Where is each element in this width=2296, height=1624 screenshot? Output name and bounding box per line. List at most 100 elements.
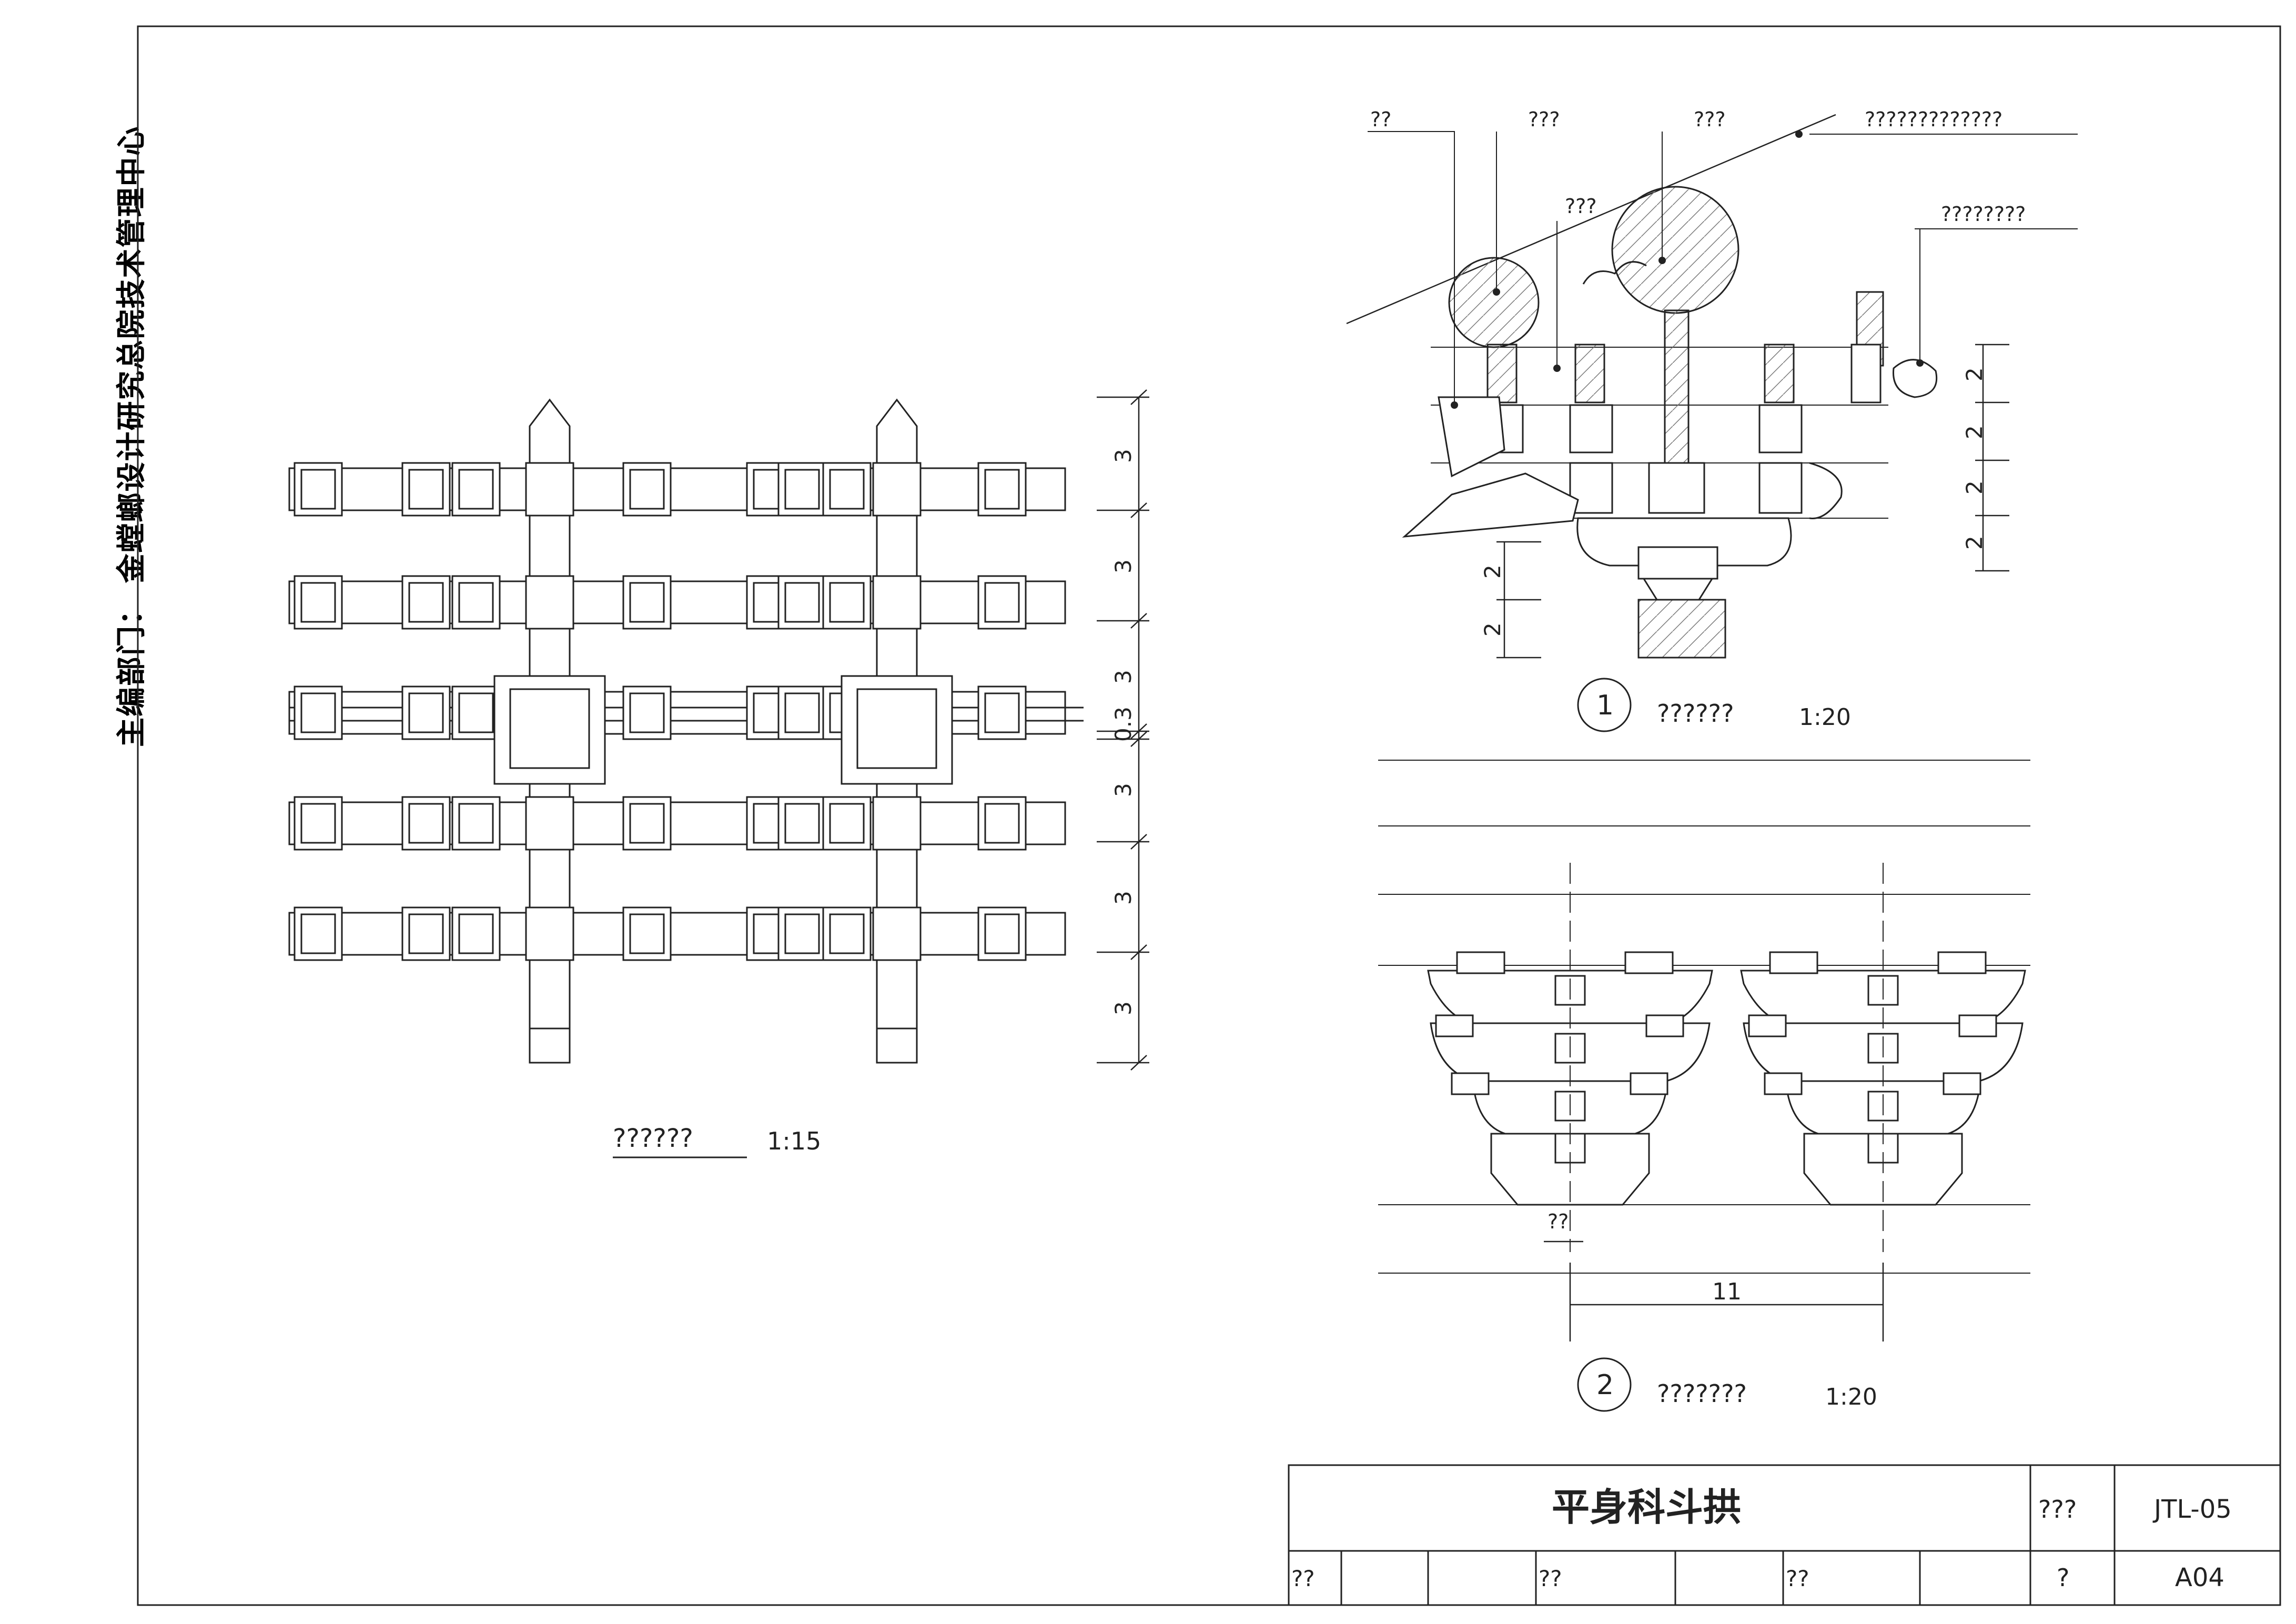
detail-2-label: ??????? (1657, 1379, 1747, 1408)
title-block-text: 平身科斗拱 ??? JTL-05 ?? ?? ?? ? A04 (1291, 1485, 2232, 1592)
column-head (1637, 599, 1726, 659)
plan-block (525, 796, 574, 851)
plan-dim-slash (1130, 834, 1147, 850)
plan-main-block-inner (509, 688, 590, 769)
plan-block-inner (784, 469, 820, 510)
plan-block (872, 575, 922, 630)
plan-block-inner (784, 692, 820, 733)
callout-f: ???????? (1941, 203, 2026, 226)
bracket-cluster (1740, 863, 2026, 1252)
plan-block-inner (300, 692, 336, 733)
plan-view (288, 398, 1084, 1064)
bracket-block (1456, 951, 1505, 974)
plan-block (872, 906, 922, 961)
cell-1: ?? (1291, 1566, 1315, 1591)
plan-block-inner (629, 692, 665, 733)
plan-block-inner (458, 803, 494, 844)
plan-block-inner (784, 803, 820, 844)
detail-2-number: 2 (1596, 1369, 1614, 1401)
detail-1-dim-text: 2 2 2 2 2 2 (1480, 367, 1987, 637)
plan-block-inner (458, 692, 494, 733)
plan-dim-slash (1130, 731, 1147, 747)
plan-block-inner (984, 692, 1020, 733)
dim-right-2: 2 (1961, 425, 1987, 439)
plan-block (525, 462, 574, 517)
plan-block-inner (408, 582, 444, 623)
plan-dim-label: 3 (1110, 670, 1136, 684)
plan-dim-label: 3 (1110, 1001, 1136, 1015)
bracket-block (1451, 1072, 1490, 1095)
plan-dim-slash (1130, 1055, 1147, 1071)
plan-block-inner (629, 913, 665, 954)
plan-post-tip (876, 398, 918, 464)
detail-2-caption: 2 ??????? 1:20 (1577, 1357, 1877, 1412)
detail-1-caption: 1 ?????? 1:20 (1577, 678, 1851, 732)
detail-2-small-dim: ?? (1547, 1210, 1569, 1233)
plan-dim-slash (1130, 502, 1147, 518)
detail-2-number-circle (1577, 1357, 1632, 1412)
bracket-center-block (1867, 1033, 1899, 1064)
bracket-block (1748, 1014, 1787, 1037)
bracket-block (1764, 1072, 1803, 1095)
plan-dim-label: 3 (1110, 891, 1136, 905)
cell-2: ?? (1539, 1566, 1562, 1591)
detail-1 (1346, 114, 2078, 659)
dim-left-2: 2 (1480, 622, 1505, 637)
detail-2-dimensions (1544, 1240, 1884, 1341)
bracket-block (1769, 951, 1818, 974)
page-number: A04 (2175, 1563, 2224, 1592)
plan-block-inner (458, 913, 494, 954)
bracket-block (1937, 951, 1987, 974)
plan-block-inner (829, 803, 865, 844)
plan-block-inner (984, 913, 1020, 954)
plan-block (525, 906, 574, 961)
detail-2 (1378, 760, 2030, 1274)
callout-c: ??? (1694, 108, 1726, 131)
bracket-block (1645, 1014, 1684, 1037)
drawing-no-label: ??? (2038, 1495, 2077, 1524)
bracket-cluster (1427, 863, 1713, 1252)
callout-d: ????????????? (1865, 108, 2002, 131)
callout-b: ??? (1528, 108, 1560, 131)
detail-1-label: ?????? (1657, 699, 1734, 728)
plan-block-inner (984, 469, 1020, 510)
plan-block (872, 462, 922, 517)
drawing-title: 平身科斗拱 (1552, 1485, 1741, 1529)
plan-block-inner (829, 913, 865, 954)
plan-block-inner (408, 469, 444, 510)
plan-block-inner (784, 913, 820, 954)
callout-a: ?? (1370, 108, 1391, 131)
purlin-large (1611, 186, 1739, 314)
plan-block-inner (829, 582, 865, 623)
bracket-block (1630, 1072, 1668, 1095)
plan-dim-label: 3 (1110, 559, 1136, 573)
plan-block-inner (300, 913, 336, 954)
dim-right-1: 2 (1961, 367, 1987, 381)
plan-dim-label: 0.3 (1110, 707, 1136, 742)
plan-dim-slash (1130, 613, 1147, 629)
plan-block-inner (984, 803, 1020, 844)
plan-block (872, 796, 922, 851)
cell-3: ?? (1786, 1566, 1809, 1591)
plan-block-inner (829, 469, 865, 510)
dim-left-1: 2 (1480, 564, 1505, 579)
detail-1-dimensions (1496, 344, 2009, 659)
detail-1-number: 1 (1596, 690, 1614, 721)
plan-block-inner (408, 803, 444, 844)
plan-dim-label: 3 (1110, 783, 1136, 797)
plan-block-inner (629, 582, 665, 623)
detail-1-callouts: ?? ??? ??? ????????????? ??? ???????? (1370, 108, 2026, 226)
detail-1-scale: 1:20 (1799, 704, 1851, 731)
plan-block-inner (300, 582, 336, 623)
plan-dim-slash (1130, 389, 1147, 405)
title-block (1288, 1464, 2281, 1606)
plan-block-inner (784, 582, 820, 623)
plan-block-inner (629, 469, 665, 510)
drawing-no: JTL-05 (2152, 1495, 2232, 1524)
plan-main-block-inner (856, 688, 937, 769)
plan-scale: 1:15 (767, 1127, 821, 1155)
detail-2-dim-text: ?? 11 (1547, 1210, 1742, 1305)
plan-block-inner (300, 803, 336, 844)
